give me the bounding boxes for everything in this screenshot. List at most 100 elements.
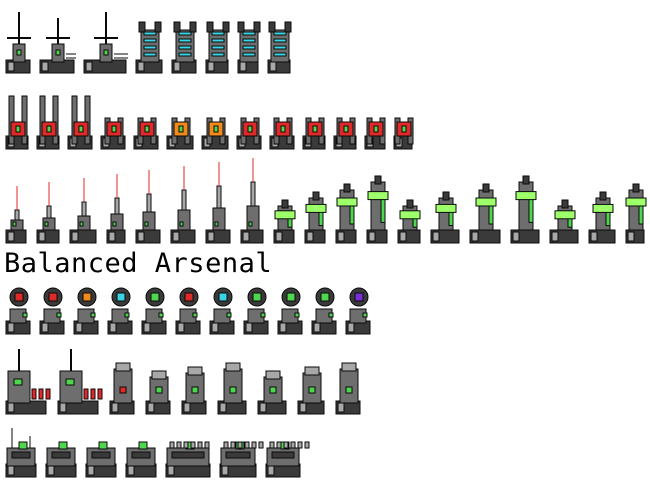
coil-turret-icon [134,8,166,74]
bunker-turret-icon [4,422,40,478]
orb-turret-icon [106,283,136,335]
claw-turret-icon-graphic [166,117,194,150]
orb-turret-icon [242,283,272,335]
mortar-turret-icon-graphic [257,370,287,415]
orb-turret-icon [4,283,34,335]
cannon-turret-icon-graphic [549,199,579,244]
mortar-turret-icon [144,343,174,415]
cannon-turret-icon [548,158,582,244]
bunker-turret-icon-graphic [265,441,310,478]
cannon-turret-icon [334,158,360,244]
bunker-turret-icon [264,422,310,478]
mortar-turret-icon-graphic [145,370,171,415]
orb-turret-icon-graphic [141,287,167,335]
antenna-turret-icon-graphic [39,18,76,74]
orb-turret-icon-graphic [243,287,269,335]
cannon-turret-icon [624,158,648,244]
factory-turret-icon [56,343,103,415]
orb-turret-icon [276,283,306,335]
sprite-row-claw [0,80,650,150]
claw-turret-icon [66,80,96,150]
cannon-turret-icon-graphic [397,199,421,244]
laser-turret-icon [105,158,129,244]
bunker-turret-icon-graphic [5,428,37,478]
laser-turret-icon-graphic [106,174,126,244]
antenna-turret-icon [82,8,130,74]
orb-turret-icon-graphic [107,287,133,335]
bunker-turret-icon-graphic [85,441,117,478]
cannon-turret-icon [587,158,619,244]
laser-turret-icon-graphic [36,182,60,244]
claw-turret-icon [132,80,162,150]
cannon-turret-icon [429,158,463,244]
orb-turret-icon [344,283,374,335]
coil-turret-icon [170,8,200,74]
mortar-turret-icon [296,343,328,415]
sprite-row-factory-mortar [0,343,650,415]
orb-turret-icon [140,283,170,335]
antenna-turret-icon [38,8,78,74]
bunker-turret-icon [218,422,264,478]
coil-turret-icon-graphic [171,21,197,74]
laser-turret-icon-graphic [240,158,264,244]
bunker-turret-icon [84,422,120,478]
claw-turret-icon-graphic [236,117,262,150]
bunker-turret-icon [164,422,214,478]
bunker-turret-icon-graphic [125,441,157,478]
orb-turret-icon-graphic [209,287,235,335]
laser-turret-icon-graphic [135,170,161,244]
laser-turret-icon-graphic [170,166,196,244]
cannon-turret-icon-graphic [430,191,460,244]
coil-turret-icon-graphic [135,21,163,74]
sprite-row-orb [0,283,650,335]
claw-turret-icon [392,80,416,150]
laser-turret-icon [204,158,234,244]
bunker-turret-icon-graphic [219,441,264,478]
orb-turret-icon [38,283,68,335]
mortar-turret-icon-graphic [217,362,247,415]
cannon-turret-icon-graphic [273,199,296,244]
claw-turret-icon [235,80,265,150]
factory-turret-icon [4,343,51,415]
orb-turret-icon-graphic [175,287,201,335]
claw-turret-icon [4,80,32,150]
mortar-turret-icon [256,343,290,415]
cannon-turret-icon [272,158,298,244]
laser-turret-icon [68,158,100,244]
laser-turret-icon [169,158,199,244]
claw-turret-icon [99,80,129,150]
sprite-row-antenna-coil [0,8,650,74]
orb-turret-icon-graphic [5,287,31,335]
claw-turret-icon-graphic [269,117,295,150]
claw-turret-icon-graphic [393,117,414,150]
claw-turret-icon [165,80,197,150]
cannon-turret-icon [365,158,391,244]
laser-turret-icon [239,158,267,244]
mortar-turret-icon [334,343,364,415]
sprite-row-bunker [0,422,650,478]
cannon-turret-icon-graphic [304,191,327,244]
orb-turret-icon-graphic [277,287,303,335]
claw-turret-icon-graphic [364,117,386,150]
factory-turret-icon-graphic [57,349,103,415]
coil-turret-icon [204,8,232,74]
coil-turret-icon-graphic [267,21,292,74]
claw-turret-icon-graphic [36,95,60,150]
orb-turret-icon [174,283,204,335]
mortar-turret-icon-graphic [335,362,361,415]
antenna-turret-icon-graphic [5,12,31,74]
orb-turret-icon-graphic [311,287,337,335]
claw-turret-icon-graphic [67,95,93,150]
laser-turret-icon-graphic [205,162,231,244]
laser-turret-icon [35,158,63,244]
sprite-row-laser-cannon [0,158,650,244]
claw-turret-icon-graphic [5,95,29,150]
claw-turret-icon-graphic [100,117,126,150]
coil-turret-icon [236,8,262,74]
factory-turret-icon-graphic [5,349,51,415]
claw-turret-icon [200,80,232,150]
cannon-turret-icon-graphic [588,191,616,244]
mortar-turret-icon-graphic [181,366,207,415]
antenna-turret-icon-graphic [83,12,128,74]
